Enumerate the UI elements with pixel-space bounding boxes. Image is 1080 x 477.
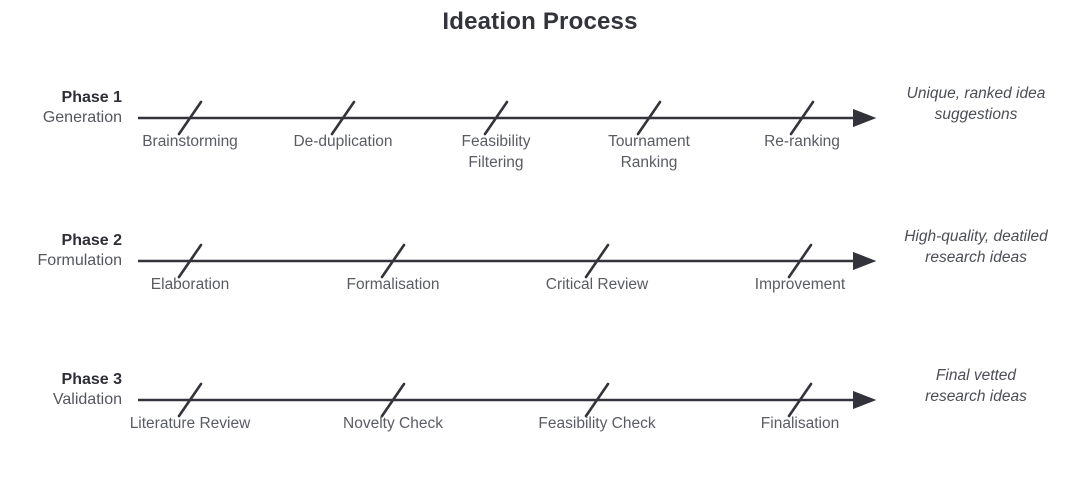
phase-row-formulation: Phase 2 Formulation Elaboration Formalis…: [0, 218, 1080, 338]
phase-label-3: Phase 3 Validation: [0, 370, 122, 411]
step-label: De-duplication: [293, 133, 393, 150]
phase-axis-2: Elaboration Formalisation Critical Revie…: [130, 218, 880, 298]
phase-name-2: Phase 2: [61, 232, 122, 249]
step-label: Re-ranking: [764, 133, 840, 150]
phase-row-generation: Phase 1 Generation Brainstorming De-dupl…: [0, 75, 1080, 195]
phase-name-1: Phase 1: [61, 89, 122, 106]
phase-label-1: Phase 1 Generation: [0, 88, 122, 129]
phase-outcome-3: Final vetted research ideas: [925, 367, 1027, 406]
step-label: Critical Review: [545, 276, 649, 293]
step-label: Brainstorming: [142, 133, 238, 150]
step-label: Improvement: [754, 276, 846, 293]
step-label: Feasibility Filtering: [461, 133, 531, 171]
step-label: Literature Review: [129, 415, 251, 432]
phase-axis-1: Brainstorming De-duplication Feasibility…: [130, 75, 880, 171]
phase-subtitle-3: Validation: [52, 391, 122, 409]
phase-row-validation: Phase 3 Validation Literature Review Nov…: [0, 357, 1080, 477]
phase-axis-3: Literature Review Novelty Check Feasibil…: [130, 357, 880, 437]
timeline-arrow-icon: [138, 382, 877, 418]
phase-outcome-1: Unique, ranked idea suggestions: [906, 85, 1046, 124]
step-label: Finalisation: [760, 415, 840, 432]
timeline-arrow-icon: [138, 100, 877, 136]
timeline-arrow-icon: [138, 243, 877, 279]
phase-label-2: Phase 2 Formulation: [0, 231, 122, 272]
phase-subtitle-1: Generation: [42, 109, 122, 127]
page-title: Ideation Process: [442, 8, 638, 35]
step-label: Elaboration: [150, 276, 230, 293]
phase-outcome-2: High-quality, deatiled research ideas: [904, 228, 1048, 267]
step-label: Formalisation: [346, 276, 440, 293]
phase-subtitle-2: Formulation: [37, 252, 122, 270]
step-label: Feasibility Check: [538, 415, 656, 432]
step-label: Tournament Ranking: [608, 133, 690, 171]
phase-name-3: Phase 3: [61, 371, 122, 388]
step-label: Novelty Check: [343, 415, 443, 432]
